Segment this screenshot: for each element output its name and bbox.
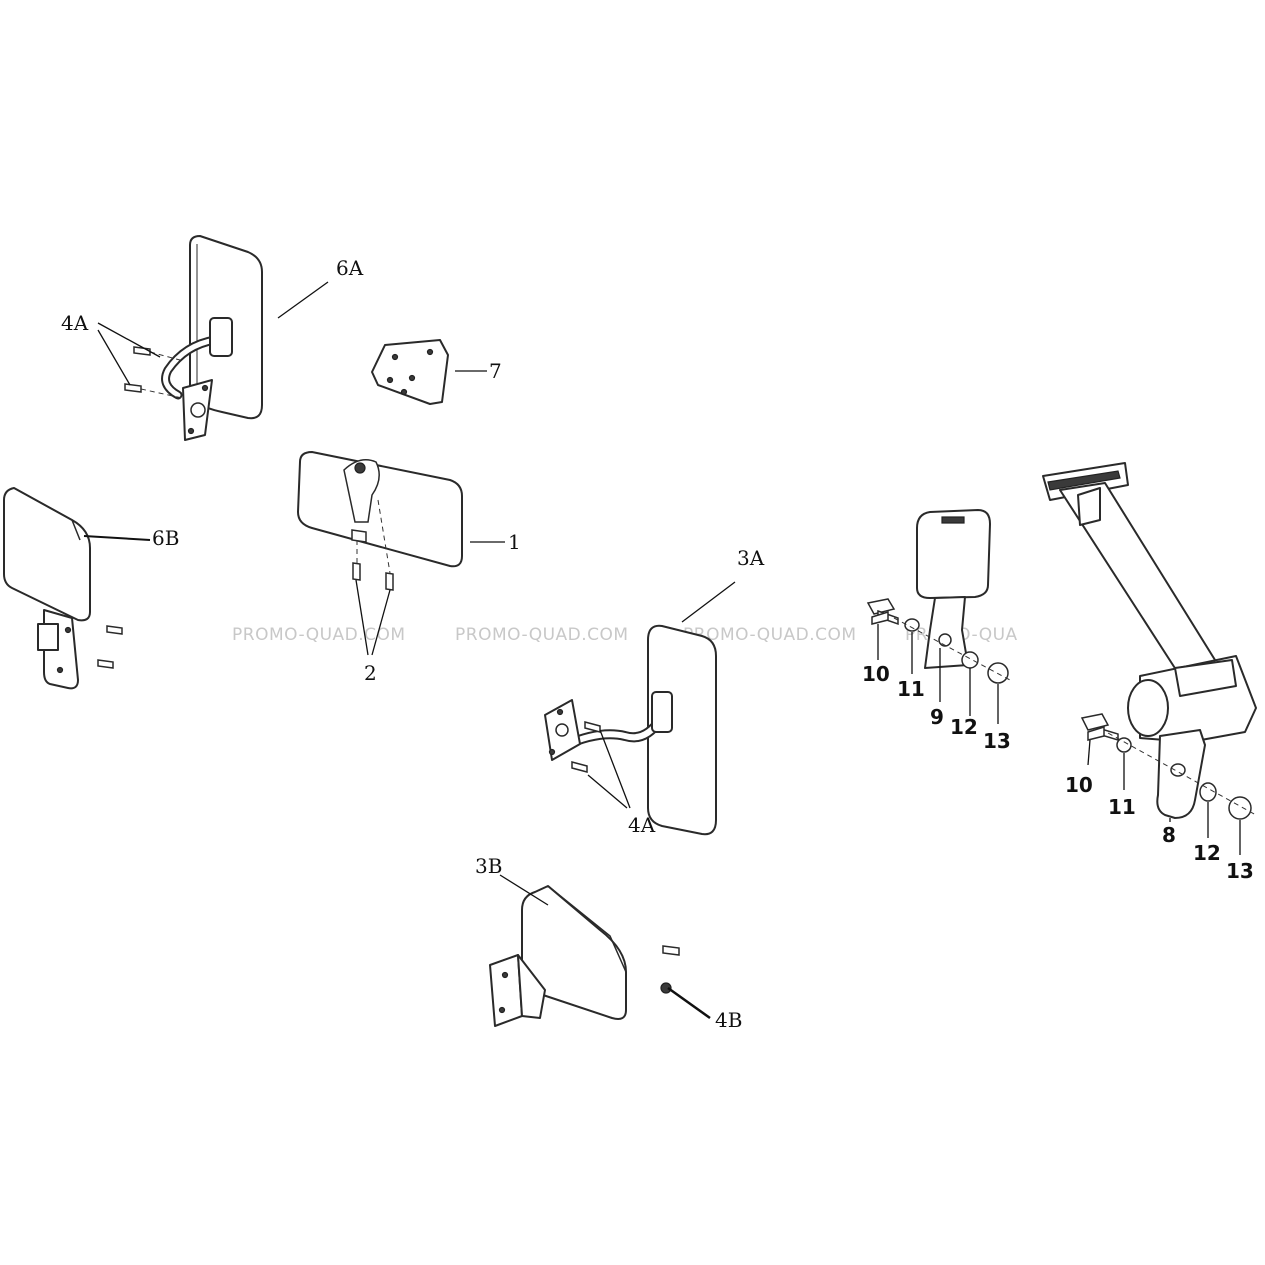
seatbelt-buckle-9: [866, 509, 1011, 684]
callout-11: 11: [897, 677, 925, 701]
callout-4a-center: 4A: [628, 813, 656, 837]
callout-12: 12: [950, 715, 978, 739]
callout-10: 10: [862, 662, 890, 686]
leader-lines: [83, 281, 1241, 1020]
mirror-3b: [489, 885, 680, 1027]
callout-12-lower: 12: [1193, 841, 1221, 865]
callout-10-lower: 10: [1065, 773, 1093, 797]
watermark: PROMO-QUAD.COM PROMO-QUAD.COM PROMO-QUAD…: [232, 625, 1017, 645]
mirror-6a: [124, 235, 263, 441]
callout-8: 8: [1162, 823, 1176, 847]
plate-7: [371, 339, 449, 405]
callout-2: 2: [364, 661, 377, 685]
rearview-mirror-1: [297, 451, 463, 591]
callout-13: 13: [983, 729, 1011, 753]
seatbelt-retractor-8: [1042, 462, 1257, 820]
callout-3a: 3A: [737, 546, 765, 570]
callout-3b: 3B: [475, 854, 502, 878]
watermark-text: PROMO-QUAD.COM: [683, 625, 857, 645]
mirror-3a: [544, 624, 717, 836]
callout-9: 9: [930, 705, 944, 729]
callout-4b: 4B: [715, 1008, 742, 1032]
callout-6a: 6A: [336, 256, 364, 280]
watermark-text: PROMO-QUAD.COM: [455, 625, 629, 645]
callout-6b: 6B: [152, 526, 179, 550]
callout-13-lower: 13: [1226, 859, 1254, 883]
callout-7: 7: [489, 359, 502, 383]
callout-1: 1: [508, 530, 521, 554]
callout-11-lower: 11: [1108, 795, 1136, 819]
mirror-6b: [3, 487, 123, 690]
watermark-text: PROMO-QUAD.COM: [232, 625, 406, 645]
callouts: 6A 4A 7 1 6B 2 3A 4A 3B 4B 10 11 9 12 13…: [61, 256, 1254, 1032]
callout-4a: 4A: [61, 311, 89, 335]
